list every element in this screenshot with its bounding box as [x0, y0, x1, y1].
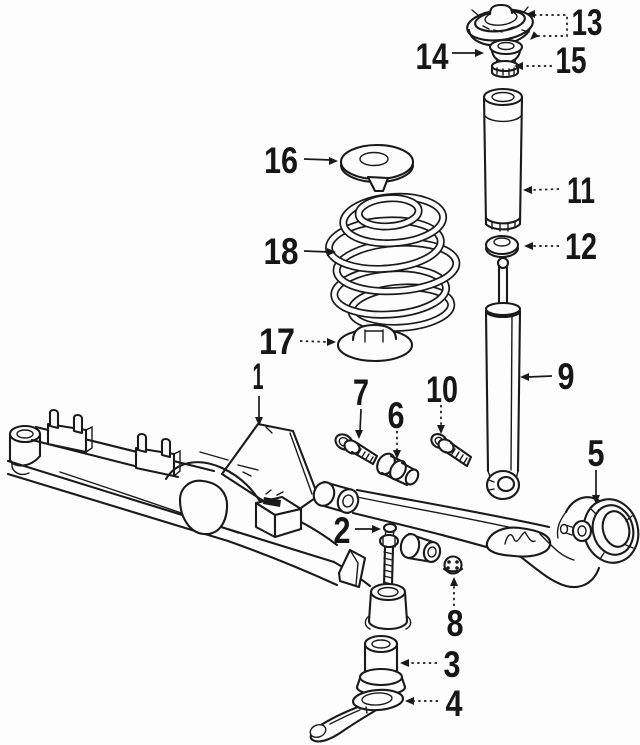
- dust-tube-drawing: [482, 87, 524, 232]
- nut-drawing: [442, 555, 464, 575]
- arrowhead: [526, 10, 535, 18]
- callout-2: 2: [334, 510, 381, 551]
- arrowhead: [372, 525, 381, 533]
- support-bracket-drawing: [309, 688, 404, 743]
- stud-drawing: [378, 522, 400, 587]
- callout-10: 10: [426, 369, 458, 434]
- callout-12: 12: [524, 226, 597, 267]
- callout-17: 17: [259, 321, 336, 362]
- callout-8: 8: [447, 577, 464, 644]
- strut-mount-drawing: [466, 3, 534, 47]
- arrowhead: [530, 31, 539, 40]
- callout-16-label: 16: [264, 140, 298, 181]
- callout-11-label: 11: [567, 170, 595, 211]
- callout-5-label: 5: [588, 433, 605, 474]
- arrowhead: [355, 430, 363, 439]
- bump-ring-drawing: [484, 234, 520, 259]
- callout-16: 16: [264, 140, 338, 181]
- arrowhead: [327, 338, 336, 346]
- arrowhead: [523, 186, 532, 194]
- subframe-drawing: [6, 408, 372, 589]
- arrowhead: [400, 659, 409, 667]
- callout-14-label: 14: [416, 36, 449, 77]
- subframe-rear-mount-drawing: [364, 582, 412, 631]
- callout-3: 3: [400, 644, 461, 685]
- arrowhead: [514, 62, 523, 70]
- upper-spring-pad-drawing: [339, 143, 415, 193]
- arrowhead: [524, 242, 533, 250]
- callout-12-label: 12: [565, 226, 597, 267]
- mount-bushing-drawing: [488, 38, 524, 64]
- callout-1-label: 1: [253, 356, 264, 397]
- callout-17-label: 17: [259, 321, 295, 362]
- callout-2-label: 2: [334, 510, 351, 551]
- arrowhead: [329, 157, 338, 165]
- callouts: 1 2 3 4 5 6 7: [253, 2, 605, 724]
- callout-11: 11: [523, 170, 595, 211]
- callout-7: 7: [353, 372, 369, 439]
- arrowhead: [437, 425, 445, 434]
- callout-6: 6: [388, 395, 405, 459]
- callout-4: 4: [405, 683, 463, 724]
- mount-bolt-10-drawing: [430, 432, 473, 468]
- callout-3-label: 3: [444, 644, 461, 685]
- callout-15: 15: [514, 40, 587, 81]
- gland-nut-drawing: [490, 59, 520, 79]
- support-bushing-drawing: [355, 634, 407, 697]
- arrowhead: [405, 697, 414, 705]
- callout-15-label: 15: [556, 40, 587, 81]
- coil-spring-drawing: [325, 192, 461, 332]
- trailing-arm-drawing: [312, 480, 640, 588]
- arrowhead: [393, 450, 401, 459]
- callout-18-label: 18: [264, 231, 299, 272]
- lower-spring-pad-drawing: [336, 323, 414, 363]
- arrowhead: [327, 248, 336, 256]
- callout-14: 14: [416, 36, 484, 77]
- callout-10-label: 10: [426, 369, 458, 410]
- callout-6-label: 6: [388, 395, 405, 436]
- callout-7-label: 7: [353, 372, 369, 413]
- spacer-sleeve-drawing: [376, 452, 420, 487]
- arrowhead: [450, 577, 458, 586]
- callout-18: 18: [264, 231, 336, 272]
- callout-13-label: 13: [572, 2, 603, 43]
- arrowhead: [475, 49, 484, 57]
- arrowhead: [520, 373, 529, 381]
- arrowhead: [592, 495, 600, 504]
- shock-absorber-drawing: [484, 256, 522, 501]
- mount-bolt-7-drawing: [334, 433, 379, 466]
- callout-1: 1: [253, 356, 264, 426]
- callout-8-label: 8: [447, 603, 464, 644]
- arrowhead: [255, 417, 263, 426]
- callout-4-label: 4: [446, 683, 463, 724]
- callout-9: 9: [520, 356, 575, 397]
- callout-13: 13: [526, 2, 603, 43]
- callout-5: 5: [588, 433, 605, 504]
- callout-9-label: 9: [558, 356, 575, 397]
